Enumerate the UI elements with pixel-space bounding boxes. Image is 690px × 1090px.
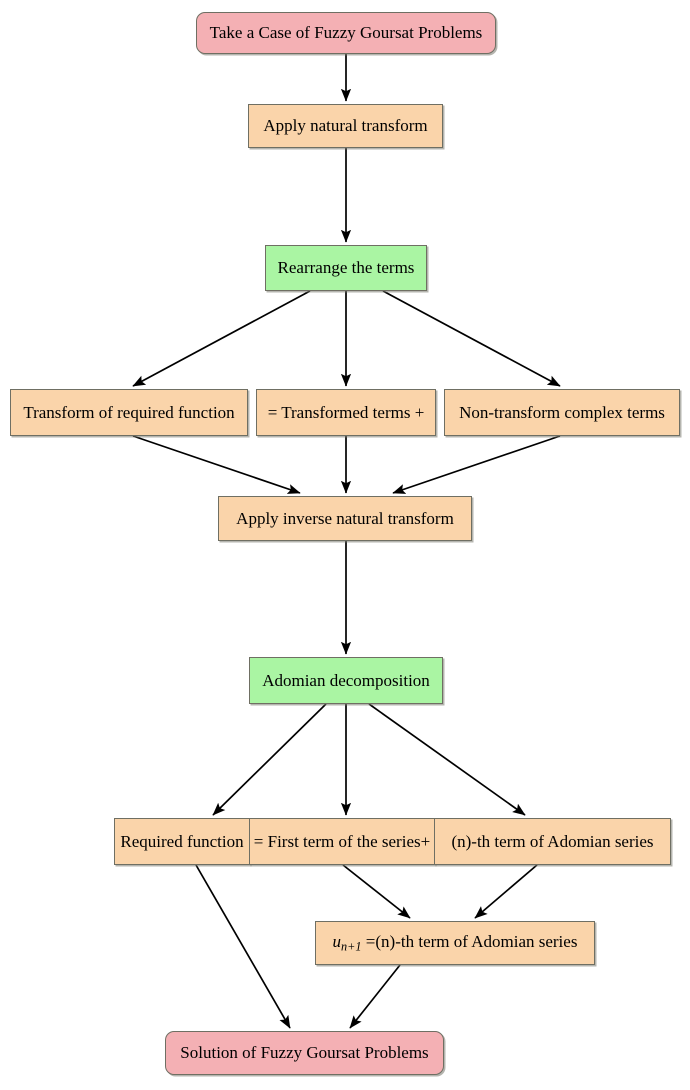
edge-non-transform-complex-terms-to-apply-inverse-natural-transform (392, 435, 561, 494)
node-label-first-term-of-series: = First term of the series+ (253, 831, 431, 851)
node-label-nth-term-adomian-series: (n)-th term of Adomian series (451, 831, 654, 851)
node-required-function[interactable]: Required function (114, 818, 250, 865)
node-end[interactable]: Solution of Fuzzy Goursat Problems (165, 1031, 444, 1075)
node-label-apply-natural-transform: Apply natural transform (263, 116, 428, 136)
edge-first-term-of-series-to-u-n-plus-1 (342, 864, 411, 919)
node-nth-term-adomian-series[interactable]: (n)-th term of Adomian series (434, 818, 671, 865)
node-label-transformed-terms: = Transformed terms + (267, 402, 425, 422)
node-u-n-plus-1[interactable]: un+1 =(n)-th term of Adomian series (315, 921, 595, 965)
node-label-rearrange-terms: Rearrange the terms (277, 258, 415, 278)
node-non-transform-complex-terms[interactable]: Non-transform complex terms (444, 389, 680, 436)
node-label-end: Solution of Fuzzy Goursat Problems (180, 1043, 429, 1063)
math-variable-u: un+1 (332, 931, 362, 954)
edge-transform-required-function-to-apply-inverse-natural-transform (132, 435, 301, 494)
flowchart-edges (132, 54, 561, 1029)
node-label-transform-required-function: Transform of required function (23, 402, 235, 422)
edge-rearrange-terms-to-transform-required-function (132, 290, 311, 387)
node-label-non-transform-complex-terms: Non-transform complex terms (459, 402, 665, 422)
edge-adomian-decomposition-to-required-function (212, 703, 327, 816)
node-label-apply-inverse-natural-transform: Apply inverse natural transform (236, 508, 454, 528)
node-first-term-of-series[interactable]: = First term of the series+ (249, 818, 435, 865)
node-label-required-function: Required function (120, 831, 244, 851)
node-transformed-terms[interactable]: = Transformed terms + (256, 389, 436, 436)
node-apply-inverse-natural-transform[interactable]: Apply inverse natural transform (218, 496, 472, 541)
math-subscript: n+1 (341, 939, 362, 954)
edge-nth-term-adomian-series-to-u-n-plus-1 (474, 864, 538, 919)
node-apply-natural-transform[interactable]: Apply natural transform (248, 104, 443, 148)
node-transform-required-function[interactable]: Transform of required function (10, 389, 248, 436)
node-label-adomian-decomposition: Adomian decomposition (262, 670, 430, 690)
edge-u-n-plus-1-to-end (349, 964, 401, 1029)
node-rearrange-terms[interactable]: Rearrange the terms (265, 245, 427, 291)
node-label-start: Take a Case of Fuzzy Goursat Problems (209, 23, 483, 43)
node-start[interactable]: Take a Case of Fuzzy Goursat Problems (196, 12, 496, 54)
edge-rearrange-terms-to-non-transform-complex-terms (382, 290, 561, 387)
edge-adomian-decomposition-to-nth-term-adomian-series (368, 703, 526, 816)
edge-required-function-to-end (195, 864, 291, 1029)
node-adomian-decomposition[interactable]: Adomian decomposition (249, 657, 443, 704)
node-label-u-n-plus-1: un+1 =(n)-th term of Adomian series (332, 931, 578, 954)
